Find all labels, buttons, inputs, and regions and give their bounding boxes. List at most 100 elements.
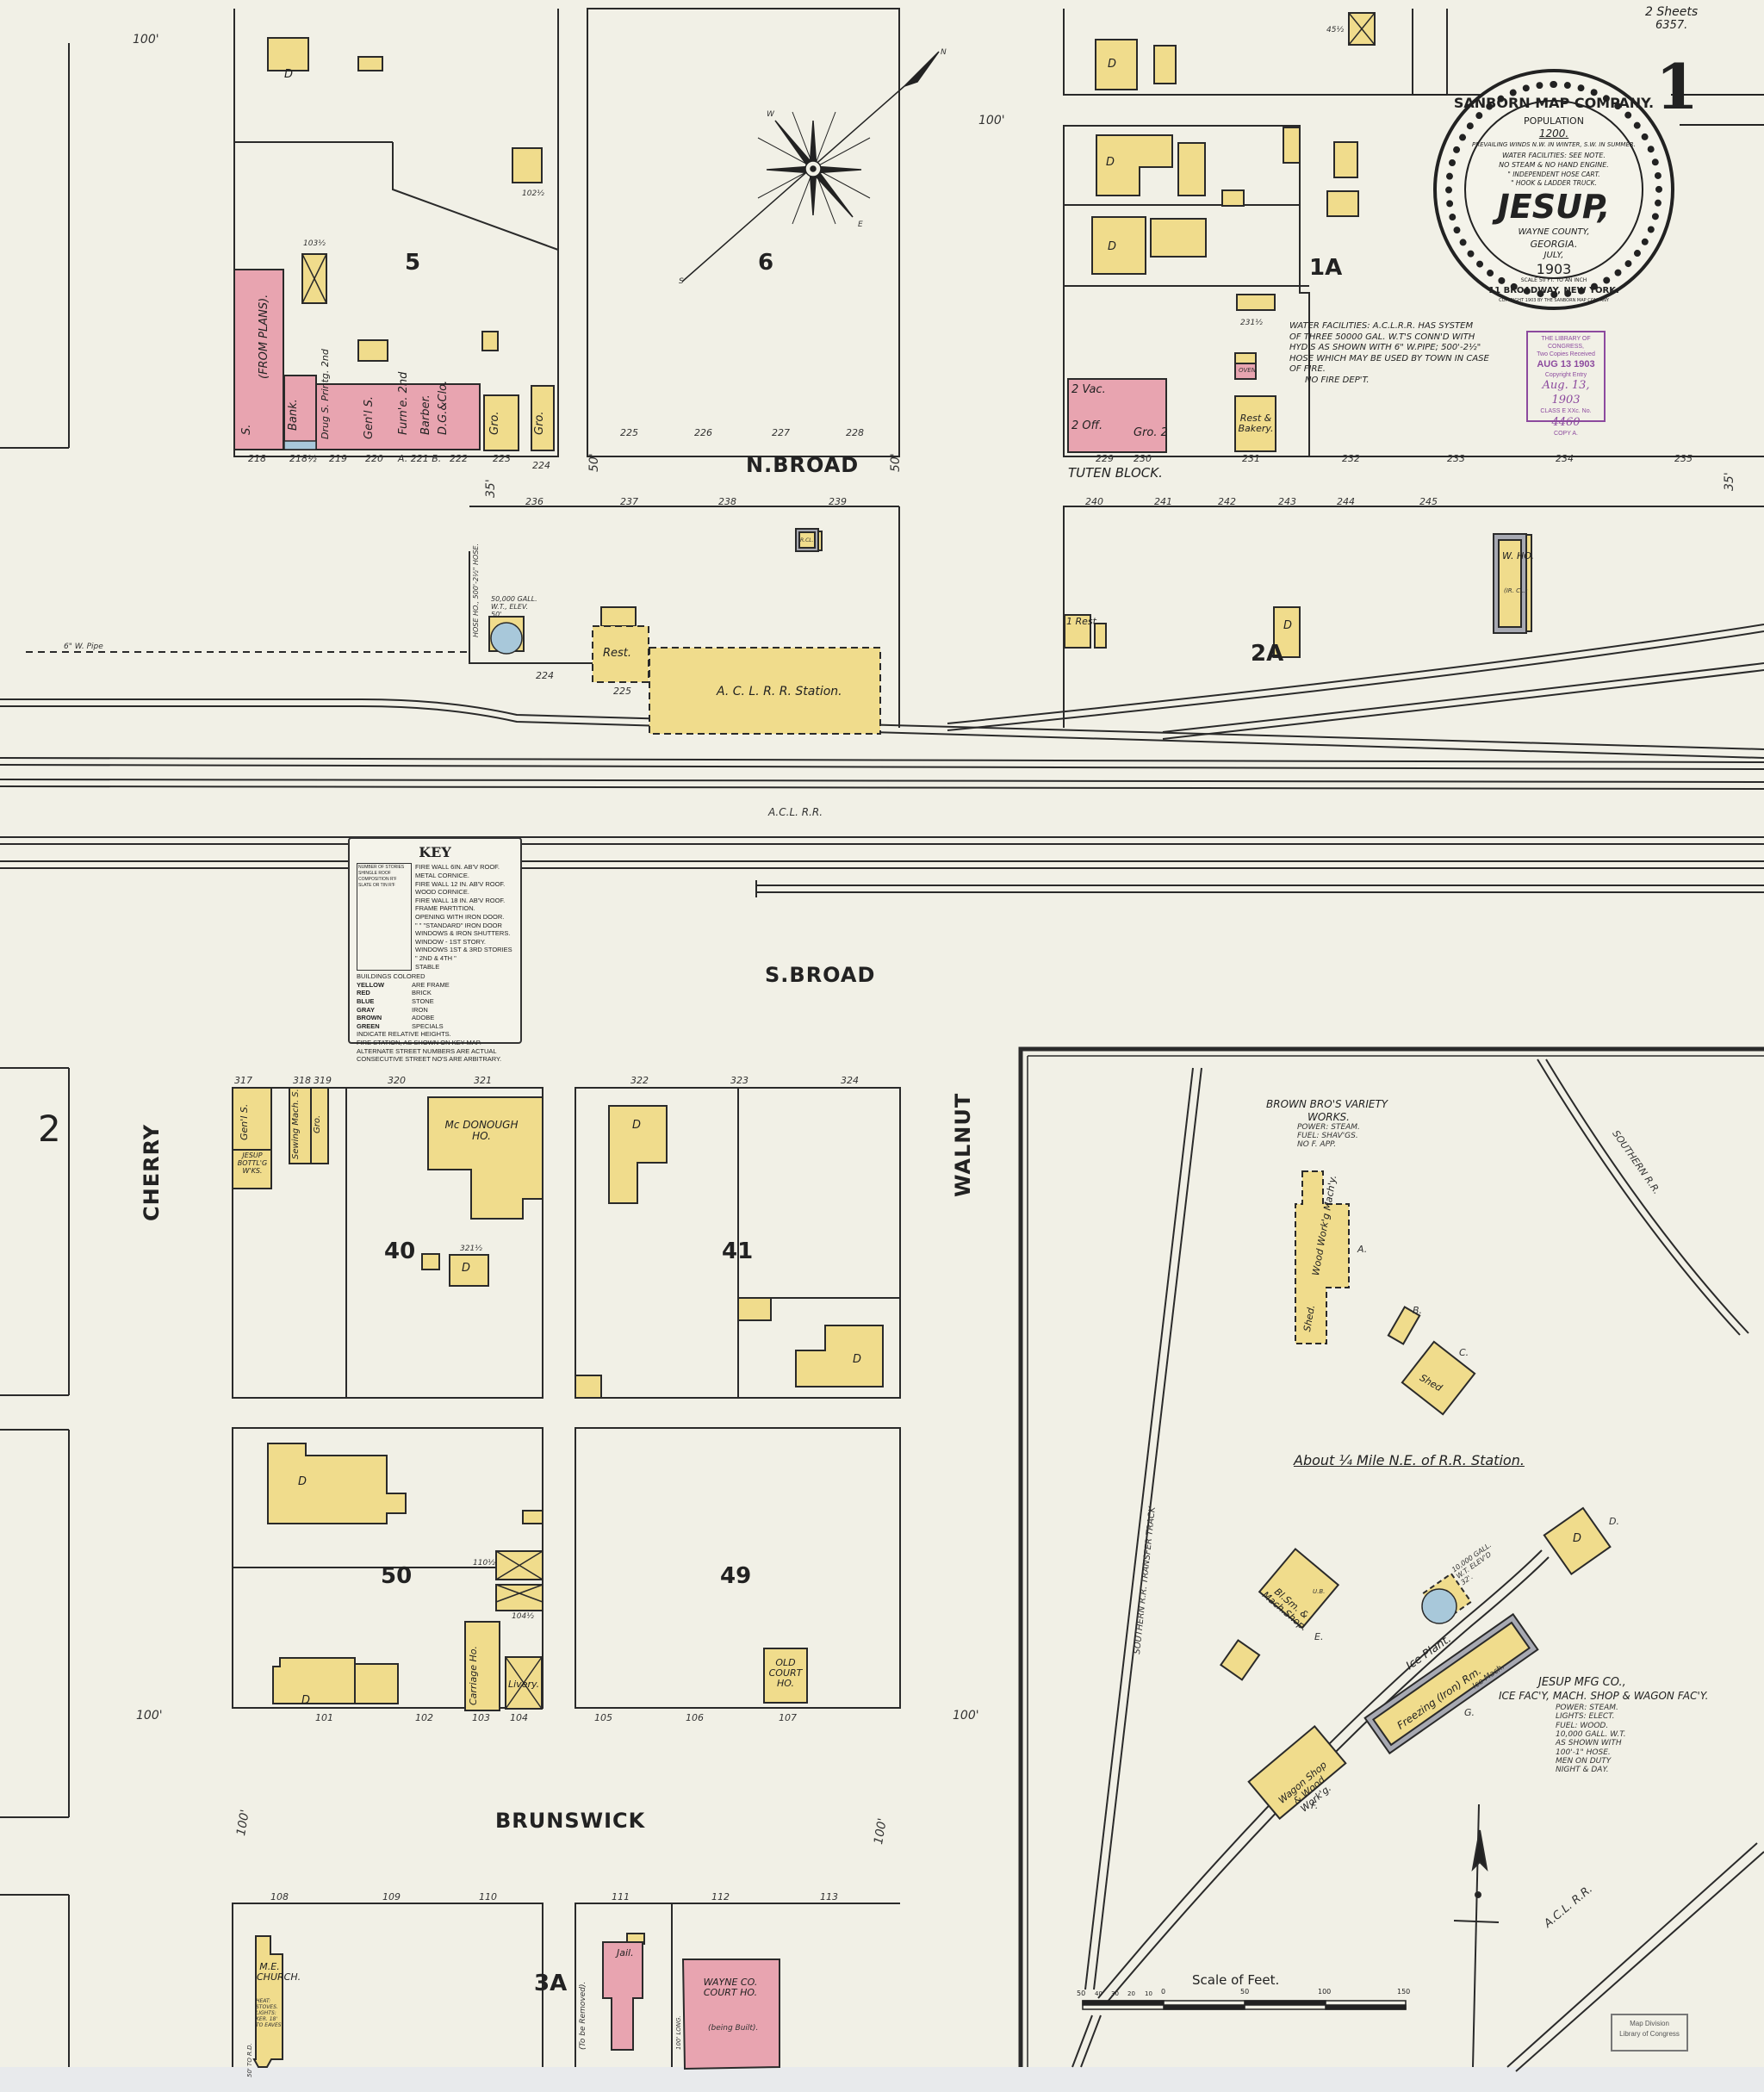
address: 320 <box>388 1075 406 1086</box>
key-color-name: GRAY <box>357 1005 375 1014</box>
building-label: R.CL. <box>800 537 814 543</box>
address: 234 <box>1556 453 1574 464</box>
detail-line: 10,000 GALL. W.T. <box>1556 1730 1626 1740</box>
key-item: STABLE <box>415 962 440 971</box>
address: 113 <box>820 1891 838 1903</box>
building-letter: E. <box>1314 1631 1324 1642</box>
building-label: 2 Vac. <box>1071 383 1106 396</box>
address: 225 <box>620 427 638 438</box>
jesup-mfg-details: POWER: STEAM. LIGHTS: ELECT. FUEL: WOOD.… <box>1556 1704 1626 1775</box>
address: 231 <box>1242 453 1260 464</box>
address: 231½ <box>1240 319 1263 327</box>
building-label: Gro. <box>488 411 501 435</box>
stamp-date: AUG 13 1903 <box>1537 359 1595 370</box>
building-letter: U.B. <box>1313 1588 1326 1595</box>
building-letter: C. <box>1459 1347 1469 1358</box>
map-division-line: Library of Congress <box>1619 2030 1680 2038</box>
address: 105 <box>594 1712 612 1723</box>
compass-rose <box>681 51 940 282</box>
address: 110 <box>479 1891 497 1903</box>
address: 245 <box>1419 496 1438 507</box>
street-cherry: CHERRY <box>140 1123 164 1221</box>
seal-month: JULY, <box>1544 251 1564 260</box>
street-s-broad: S.BROAD <box>765 963 876 987</box>
key-item: WINDOW - 1ST STORY. <box>415 937 486 946</box>
address: 241 <box>1154 496 1172 507</box>
water-note-line: OF FIRE. <box>1289 364 1326 374</box>
key-color-meaning: SPECIALS <box>412 1021 444 1030</box>
address: 244 <box>1337 496 1355 507</box>
building-label: Barber. <box>419 394 432 435</box>
warehouse-label: W. HO. <box>1502 550 1534 562</box>
stamp-class: CLASS E XXc. No. <box>1540 408 1592 415</box>
building-label: D.G.&Clo. <box>437 380 450 435</box>
brown-bros-title-2: WORKS. <box>1307 1111 1350 1123</box>
street-walnut: WALNUT <box>951 1092 975 1197</box>
inset-location-note: About ¼ Mile N.E. of R.R. Station. <box>1294 1452 1525 1468</box>
seal-winds: PREVAILING WINDS N.W. IN WINTER, S.W. IN… <box>1472 141 1636 148</box>
warehouse-note: (IR. CL.) <box>1504 587 1528 594</box>
dwelling-label: D <box>853 1353 862 1366</box>
address: 321½ <box>460 1245 482 1253</box>
key-color-name: GREEN <box>357 1021 380 1030</box>
seal-year: 1903 <box>1536 261 1572 277</box>
address: 227 <box>772 427 790 438</box>
compass-w: W <box>767 110 774 119</box>
building-label: Livery. <box>508 1679 540 1690</box>
building-label: Gro. 2 <box>1134 426 1168 439</box>
scale-tick: 150 <box>1397 1988 1411 1996</box>
map-key: KEY NUMBER OF STORIES SHINGLE ROOF COMPO… <box>348 837 522 1063</box>
block-40: 40 <box>384 1238 416 1264</box>
address: 111 <box>612 1891 630 1903</box>
water-note-line: OF THREE 50000 GAL. W.T'S CONN'D WITH <box>1289 332 1475 342</box>
dwelling-label: D <box>1573 1532 1582 1545</box>
address: 225 <box>613 686 631 697</box>
scale-tick: 0 <box>1161 1988 1166 1996</box>
tuten-block-label: TUTEN BLOCK. <box>1068 465 1163 481</box>
map-division-stamp: Map Division Library of Congress <box>1611 2014 1688 2052</box>
building-label: Gen'l S. <box>239 1103 250 1140</box>
address: 239 <box>829 496 847 507</box>
address: 104½ <box>512 1612 534 1621</box>
building-label: 1 Rest <box>1066 616 1096 627</box>
seal-population: 1200. <box>1538 127 1569 140</box>
key-legend-item: COMPOSITION R'F <box>358 877 397 883</box>
address: 102½ <box>522 189 544 198</box>
dwelling-label: D <box>1106 156 1115 169</box>
detail-line: POWER: STEAM. <box>1556 1704 1618 1712</box>
seal-scale: SCALE 50 FT. TO AN INCH <box>1520 277 1587 283</box>
dwelling-label: D <box>301 1694 311 1707</box>
key-title: KEY <box>419 844 451 860</box>
address: 321 <box>474 1075 492 1086</box>
scale-tick: 50 <box>1077 1990 1086 1997</box>
address: 317 <box>234 1075 252 1086</box>
jail-note: (To be Removed). <box>579 1981 587 2050</box>
jail-label: Jail. <box>617 1947 634 1959</box>
building-letter: A. <box>1357 1244 1368 1255</box>
address: 108 <box>270 1891 289 1903</box>
adjacent-sheet-2: 2 <box>38 1108 61 1150</box>
detail-line: LIGHTS: ELECT. <box>1556 1712 1615 1722</box>
building-label: Furn'e. 2nd <box>397 371 410 435</box>
sheet-count-note: 2 Sheets <box>1645 5 1699 19</box>
dwelling-label: D <box>1283 619 1293 632</box>
seal-ladder: " HOOK & LADDER TRUCK. <box>1511 179 1597 187</box>
building-label: Gro. <box>533 411 546 435</box>
key-item: FIRE WALL 18 IN. AB'V ROOF. <box>415 896 506 904</box>
key-color-name: RED <box>357 989 370 997</box>
detail-line: FUEL: WOOD. <box>1556 1721 1609 1730</box>
address: 110½ <box>473 1559 495 1567</box>
address: 103 <box>472 1712 490 1723</box>
building-label: Bank. <box>287 399 300 431</box>
block-41: 41 <box>722 1238 754 1264</box>
address: 318 <box>293 1075 311 1086</box>
building-label: OLD COURT HO. <box>768 1657 803 1690</box>
key-color-name: BROWN <box>357 1014 382 1022</box>
building-label: JESUP BOTTL'G W'KS. <box>237 1152 268 1175</box>
width-100: 100' <box>978 114 1005 127</box>
seal-state: GEORGIA. <box>1530 239 1578 250</box>
key-item: WINDOWS & IRON SHUTTERS. <box>415 929 511 938</box>
address: 45½ <box>1326 26 1345 34</box>
key-color-meaning: ADOBE <box>412 1014 435 1022</box>
courthouse-side-note: 100' LONG. <box>675 2015 682 2050</box>
